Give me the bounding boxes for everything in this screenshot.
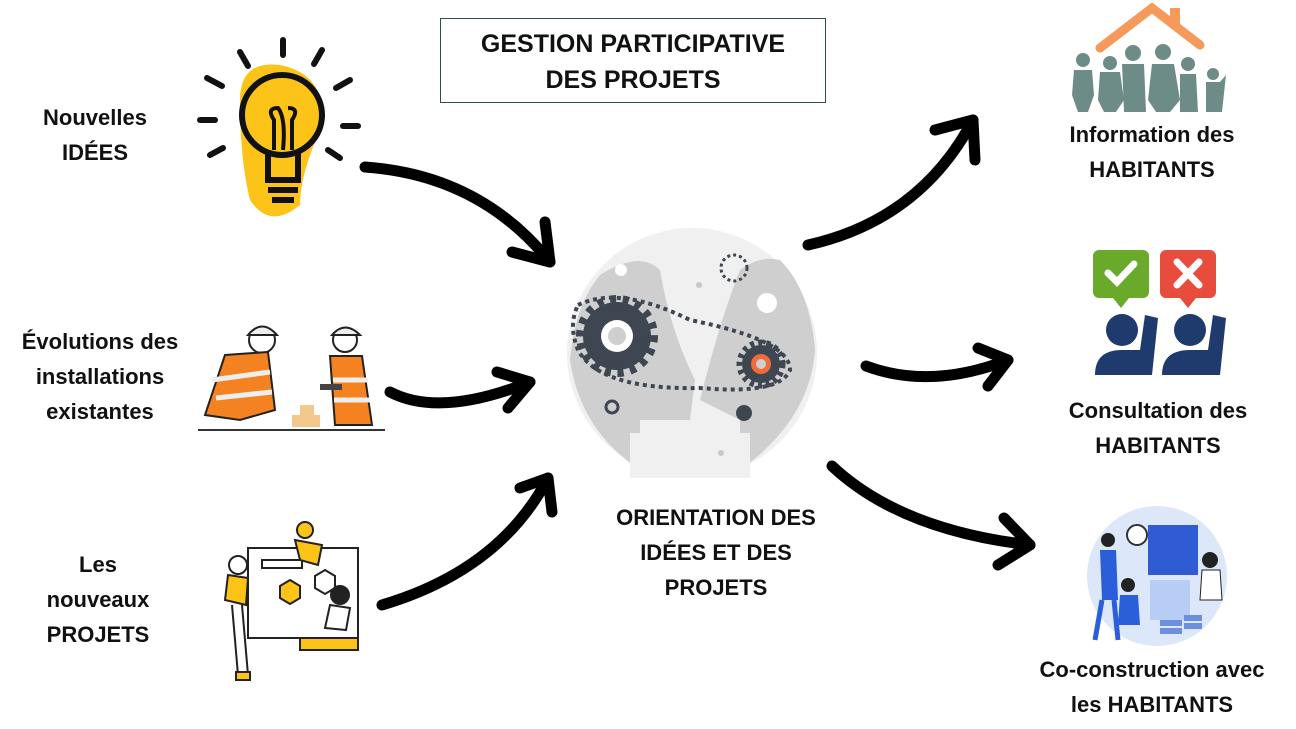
vote-icon (1093, 250, 1226, 375)
workers-icon (198, 325, 385, 431)
arrow-center-to-coconstruction (826, 460, 1036, 571)
label-evolutions: Évolutions des installations existantes (22, 324, 178, 429)
title-box: GESTION PARTICIPATIVE DES PROJETS (440, 18, 826, 103)
arrow-ideas-to-center (359, 161, 556, 268)
lightbulb-icon (197, 37, 361, 217)
label-new-projects: Les nouveaux PROJETS (47, 547, 150, 652)
label-coconstruction: Co-construction avec les HABITANTS (1040, 652, 1265, 722)
label-line: Information des (1069, 122, 1235, 147)
label-line: Consultation des (1068, 398, 1248, 423)
family-house-icon (1072, 2, 1226, 112)
label-information: Information des HABITANTS (1069, 117, 1234, 187)
label-line: PROJETS (46, 622, 150, 647)
label-line: Les (79, 552, 117, 577)
puzzle-team-icon (1087, 506, 1227, 646)
label-line: PROJETS (664, 575, 768, 600)
arrow-projects-to-center (376, 472, 558, 611)
label-line: ORIENTATION DES (616, 505, 816, 530)
arrow-center-to-consultation (860, 342, 1014, 392)
label-line: nouveaux (46, 587, 150, 612)
label-line: HABITANTS (1089, 157, 1215, 182)
arrow-evolutions-to-center (384, 366, 536, 414)
label-consultation: Consultation des HABITANTS (1069, 393, 1247, 463)
label-line: les HABITANTS (1070, 692, 1234, 717)
label-line: existantes (46, 399, 154, 424)
label-line: IDÉES ET DES (640, 540, 792, 565)
label-line: Nouvelles (43, 105, 147, 130)
label-orientation: ORIENTATION DES IDÉES ET DES PROJETS (616, 500, 816, 605)
arrow-center-to-information (802, 114, 981, 251)
label-line: Co-construction avec (1039, 657, 1265, 682)
title-line-2: DES PROJETS (545, 66, 721, 94)
gears-head-icon (567, 228, 817, 478)
label-line: installations (35, 364, 165, 389)
label-line: Évolutions des (21, 329, 179, 354)
label-new-ideas: Nouvelles IDÉES (43, 100, 147, 170)
team-project-icon (223, 521, 359, 681)
label-line: IDÉES (61, 140, 129, 165)
label-line: HABITANTS (1095, 433, 1221, 458)
title-line-1: GESTION PARTICIPATIVE (480, 30, 786, 58)
